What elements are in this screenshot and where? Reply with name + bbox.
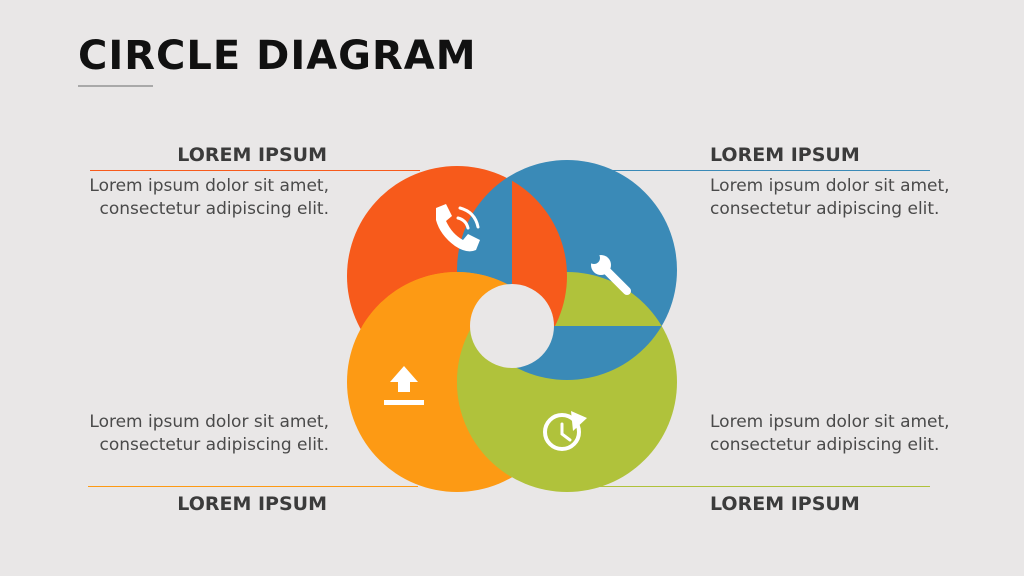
top-right-text: Lorem ipsum dolor sit amet, consectetur …: [710, 176, 950, 219]
bottom-left-text: Lorem ipsum dolor sit amet, consectetur …: [89, 412, 329, 455]
bottom-right-heading: LOREM IPSUM: [710, 493, 860, 515]
top-left-heading: LOREM IPSUM: [177, 144, 327, 166]
upload-icon: [384, 366, 424, 405]
top-left-text: Lorem ipsum dolor sit amet, consectetur …: [89, 176, 329, 219]
bottom-right-rule: [600, 486, 930, 487]
center-hole: [470, 284, 554, 368]
title-underline: [78, 85, 153, 87]
phone-icon: [436, 204, 480, 252]
bottom-right-text: Lorem ipsum dolor sit amet, consectetur …: [710, 412, 950, 455]
clock-refresh-icon: [543, 411, 587, 451]
bottom-left-rule: [88, 486, 418, 487]
bottom-left-heading: LOREM IPSUM: [177, 493, 327, 515]
top-right-rule: [600, 170, 930, 171]
top-left-rule: [90, 170, 420, 171]
page-title: CIRCLE DIAGRAM: [78, 33, 477, 79]
wrench-icon: [588, 252, 631, 295]
top-right-heading: LOREM IPSUM: [710, 144, 860, 166]
